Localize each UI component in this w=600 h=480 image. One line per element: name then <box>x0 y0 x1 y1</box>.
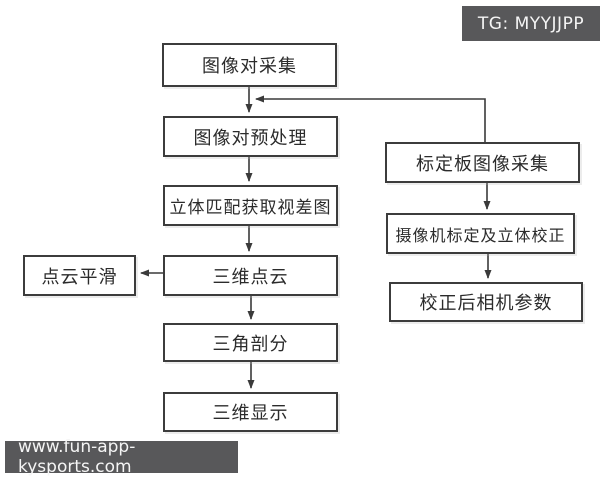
flow-node-preprocess: 图像对预处理 <box>163 116 338 157</box>
flow-node-calib-rectify: 摄像机标定及立体校正 <box>386 213 575 254</box>
flow-node-calib-params: 校正后相机参数 <box>389 282 583 322</box>
flow-node-image-capture: 图像对采集 <box>162 43 337 87</box>
flow-node-calib-capture: 标定板图像采集 <box>385 142 580 183</box>
tg-badge: TG: MYYJJPP <box>462 6 600 41</box>
flow-node-display-3d: 三维显示 <box>163 392 338 432</box>
footer-watermark-url: www.fun-app-kysports.com <box>5 437 238 477</box>
flow-node-point-cloud: 三维点云 <box>163 255 338 296</box>
flow-node-triangulation: 三角剖分 <box>163 323 338 362</box>
flow-node-stereo-match: 立体匹配获取视差图 <box>163 185 338 226</box>
flow-node-cloud-smooth: 点云平滑 <box>23 255 136 296</box>
